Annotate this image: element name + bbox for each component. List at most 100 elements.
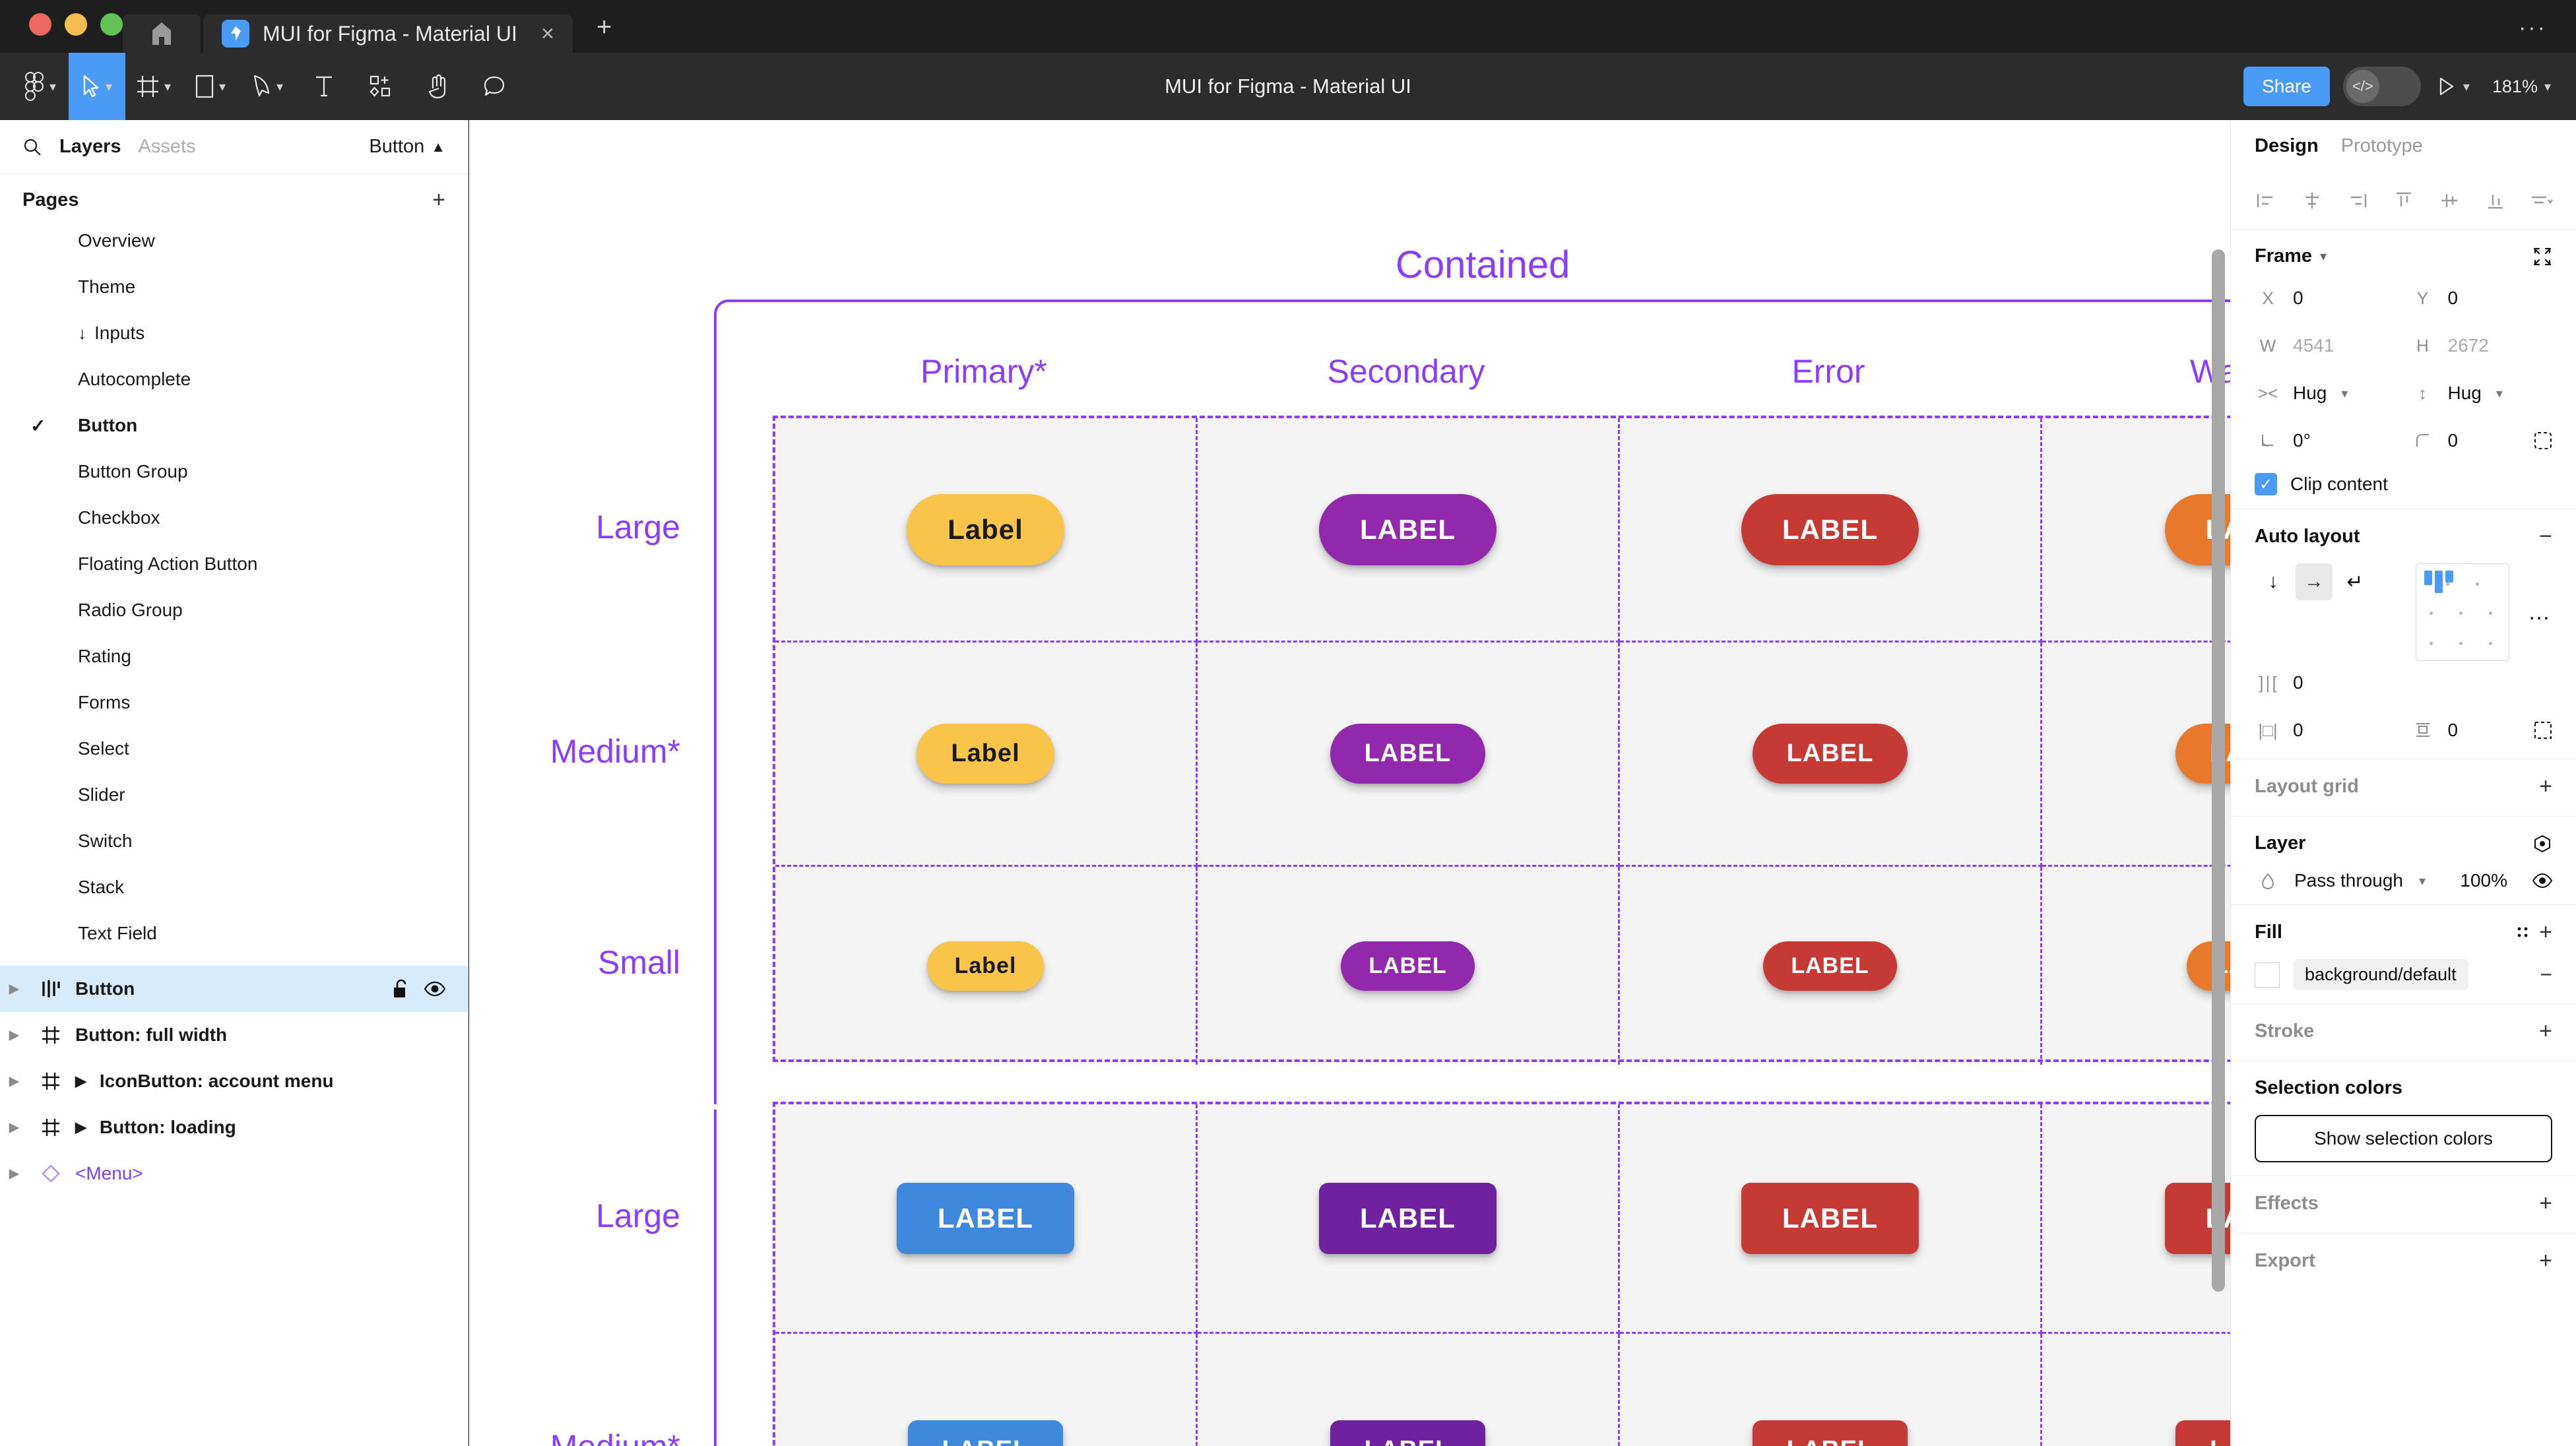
fill-styles-icon[interactable] — [2514, 924, 2531, 941]
move-tool-icon[interactable]: ▾ — [69, 53, 125, 120]
direction-horizontal-icon[interactable]: → — [2296, 563, 2333, 600]
remove-auto-layout-button[interactable]: − — [2539, 524, 2552, 549]
resize-to-fit-icon[interactable] — [2532, 247, 2552, 267]
distribute-menu-icon[interactable] — [2526, 185, 2556, 216]
page-item-theme[interactable]: Theme — [0, 264, 468, 310]
tab-design[interactable]: Design — [2255, 135, 2319, 156]
add-export-button[interactable]: + — [2539, 1248, 2552, 1273]
expand-triangle-icon[interactable]: ▶ — [75, 1119, 86, 1135]
material-button[interactable]: Label — [907, 493, 1064, 565]
opacity-value[interactable]: 100% — [2460, 870, 2507, 891]
vertical-resizing-field[interactable]: ↕ Hug ▾ — [2410, 378, 2553, 408]
layer-row[interactable]: ▶Button — [0, 966, 468, 1012]
align-right-icon[interactable] — [2342, 185, 2373, 216]
clip-content-row[interactable]: ✓ Clip content — [2255, 473, 2552, 495]
tab-assets[interactable]: Assets — [138, 136, 196, 157]
close-icon[interactable]: × — [541, 21, 554, 46]
horizontal-padding-field[interactable]: |□| 0 — [2255, 715, 2398, 745]
material-button[interactable]: LABEL — [1341, 941, 1475, 991]
current-page-selector[interactable]: Button ▲ — [369, 136, 445, 158]
vertical-padding-field[interactable]: 0 — [2410, 715, 2553, 745]
layer-row[interactable]: ▶Button: full width — [0, 1012, 468, 1058]
page-item-rating[interactable]: Rating — [0, 633, 468, 679]
shape-tool-icon[interactable]: ▾ — [182, 53, 239, 120]
remove-fill-button[interactable]: − — [2540, 962, 2552, 986]
align-left-icon[interactable] — [2251, 185, 2281, 216]
figma-canvas[interactable]: Contained Primary*SecondaryErrorWarning … — [469, 120, 2230, 1446]
layer-row[interactable]: ▶▶IconButton: account menu — [0, 1058, 468, 1104]
expand-arrow-icon[interactable]: ▶ — [9, 1166, 19, 1181]
tab-prototype[interactable]: Prototype — [2340, 135, 2423, 156]
figma-menu-icon[interactable]: ▾ — [12, 53, 69, 120]
clip-content-checkbox[interactable]: ✓ — [2255, 473, 2277, 495]
fill-color-swatch[interactable] — [2255, 962, 2280, 988]
chevron-down-icon[interactable]: ▾ — [2320, 249, 2327, 264]
height-field[interactable]: H 2672 — [2410, 330, 2553, 361]
pen-tool-icon[interactable]: ▾ — [239, 53, 296, 120]
material-button[interactable]: LABEL — [1741, 493, 1919, 565]
add-effect-button[interactable]: + — [2539, 1191, 2552, 1216]
layer-row[interactable]: ▶▶Button: loading — [0, 1104, 468, 1150]
hand-tool-icon[interactable] — [409, 53, 466, 120]
close-window-button[interactable] — [29, 13, 51, 36]
y-field[interactable]: Y 0 — [2410, 283, 2553, 313]
expand-triangle-icon[interactable]: ▶ — [75, 1073, 86, 1089]
material-button[interactable]: LABEL — [897, 1182, 1074, 1254]
page-item-autocomplete[interactable]: Autocomplete — [0, 356, 468, 402]
auto-layout-more-options-icon[interactable]: … — [2528, 599, 2552, 625]
home-tab-button[interactable] — [123, 15, 201, 53]
frame-name-label[interactable]: Contained — [1396, 243, 1570, 286]
item-spacing-field[interactable]: ]∣[ 0 — [2255, 668, 2398, 698]
zoom-level-control[interactable]: 181% ▾ — [2487, 77, 2556, 97]
visibility-icon[interactable] — [424, 981, 445, 997]
page-item-overview[interactable]: Overview — [0, 218, 468, 264]
comment-tool-icon[interactable] — [466, 53, 523, 120]
blend-mode-row[interactable]: Pass through ▾ 100% — [2255, 870, 2552, 891]
page-item-radio-group[interactable]: Radio Group — [0, 587, 468, 633]
layer-settings-icon[interactable] — [2532, 834, 2552, 854]
align-bottom-icon[interactable] — [2480, 185, 2511, 216]
page-item-text-field[interactable]: Text Field — [0, 910, 468, 957]
page-item-checkbox[interactable]: Checkbox — [0, 495, 468, 541]
direction-wrap-icon[interactable]: ↵ — [2346, 571, 2364, 593]
browser-tab[interactable]: MUI for Figma - Material UI × — [203, 15, 573, 53]
material-button[interactable]: LABEL — [1752, 1420, 1908, 1446]
individual-padding-icon[interactable] — [2534, 721, 2552, 739]
direction-vertical-icon[interactable]: ↓ — [2268, 571, 2278, 592]
page-item-select[interactable]: Select — [0, 726, 468, 772]
frame-tool-icon[interactable]: ▾ — [125, 53, 182, 120]
independent-corners-icon[interactable] — [2534, 431, 2552, 450]
tab-layers[interactable]: Layers — [59, 136, 121, 157]
new-tab-button[interactable]: + — [596, 13, 612, 42]
align-horizontal-center-icon[interactable] — [2297, 185, 2327, 216]
text-tool-icon[interactable] — [296, 53, 352, 120]
maximize-window-button[interactable] — [100, 13, 123, 36]
align-top-icon[interactable] — [2389, 185, 2419, 216]
material-button[interactable]: Label — [917, 724, 1054, 784]
toggle-visibility-icon[interactable] — [2532, 873, 2552, 888]
dev-mode-toggle[interactable]: </> — [2342, 67, 2421, 106]
horizontal-resizing-field[interactable]: >< Hug ▾ — [2255, 378, 2398, 408]
share-button[interactable]: Share — [2243, 67, 2330, 106]
material-button[interactable]: LABEL — [1763, 941, 1897, 991]
browser-menu-icon[interactable]: ··· — [2519, 15, 2547, 40]
material-button[interactable]: LABEL — [1319, 1182, 1497, 1254]
alignment-grid-picker[interactable] — [2416, 563, 2509, 661]
material-button[interactable]: LABEL — [1741, 1182, 1919, 1254]
page-item-inputs[interactable]: ↓Inputs — [0, 310, 468, 356]
x-field[interactable]: X 0 — [2255, 283, 2398, 313]
add-page-button[interactable]: + — [432, 187, 445, 212]
align-vertical-center-icon[interactable] — [2434, 185, 2464, 216]
corner-radius-field[interactable]: 0 — [2410, 425, 2553, 456]
unlock-icon[interactable] — [393, 979, 410, 999]
expand-arrow-icon[interactable]: ▶ — [9, 1120, 19, 1135]
expand-arrow-icon[interactable]: ▶ — [9, 1028, 19, 1042]
page-item-button[interactable]: ✓Button — [0, 402, 468, 449]
width-field[interactable]: W 4541 — [2255, 330, 2398, 361]
fill-style-name[interactable]: background/default — [2293, 959, 2468, 990]
page-item-floating-action-button[interactable]: Floating Action Button — [0, 541, 468, 587]
material-button[interactable]: LABEL — [2175, 1420, 2230, 1446]
material-button[interactable]: LABEL — [1330, 724, 1486, 784]
material-button[interactable]: LABEL — [1330, 1420, 1486, 1446]
add-layout-grid-button[interactable]: + — [2539, 774, 2552, 799]
